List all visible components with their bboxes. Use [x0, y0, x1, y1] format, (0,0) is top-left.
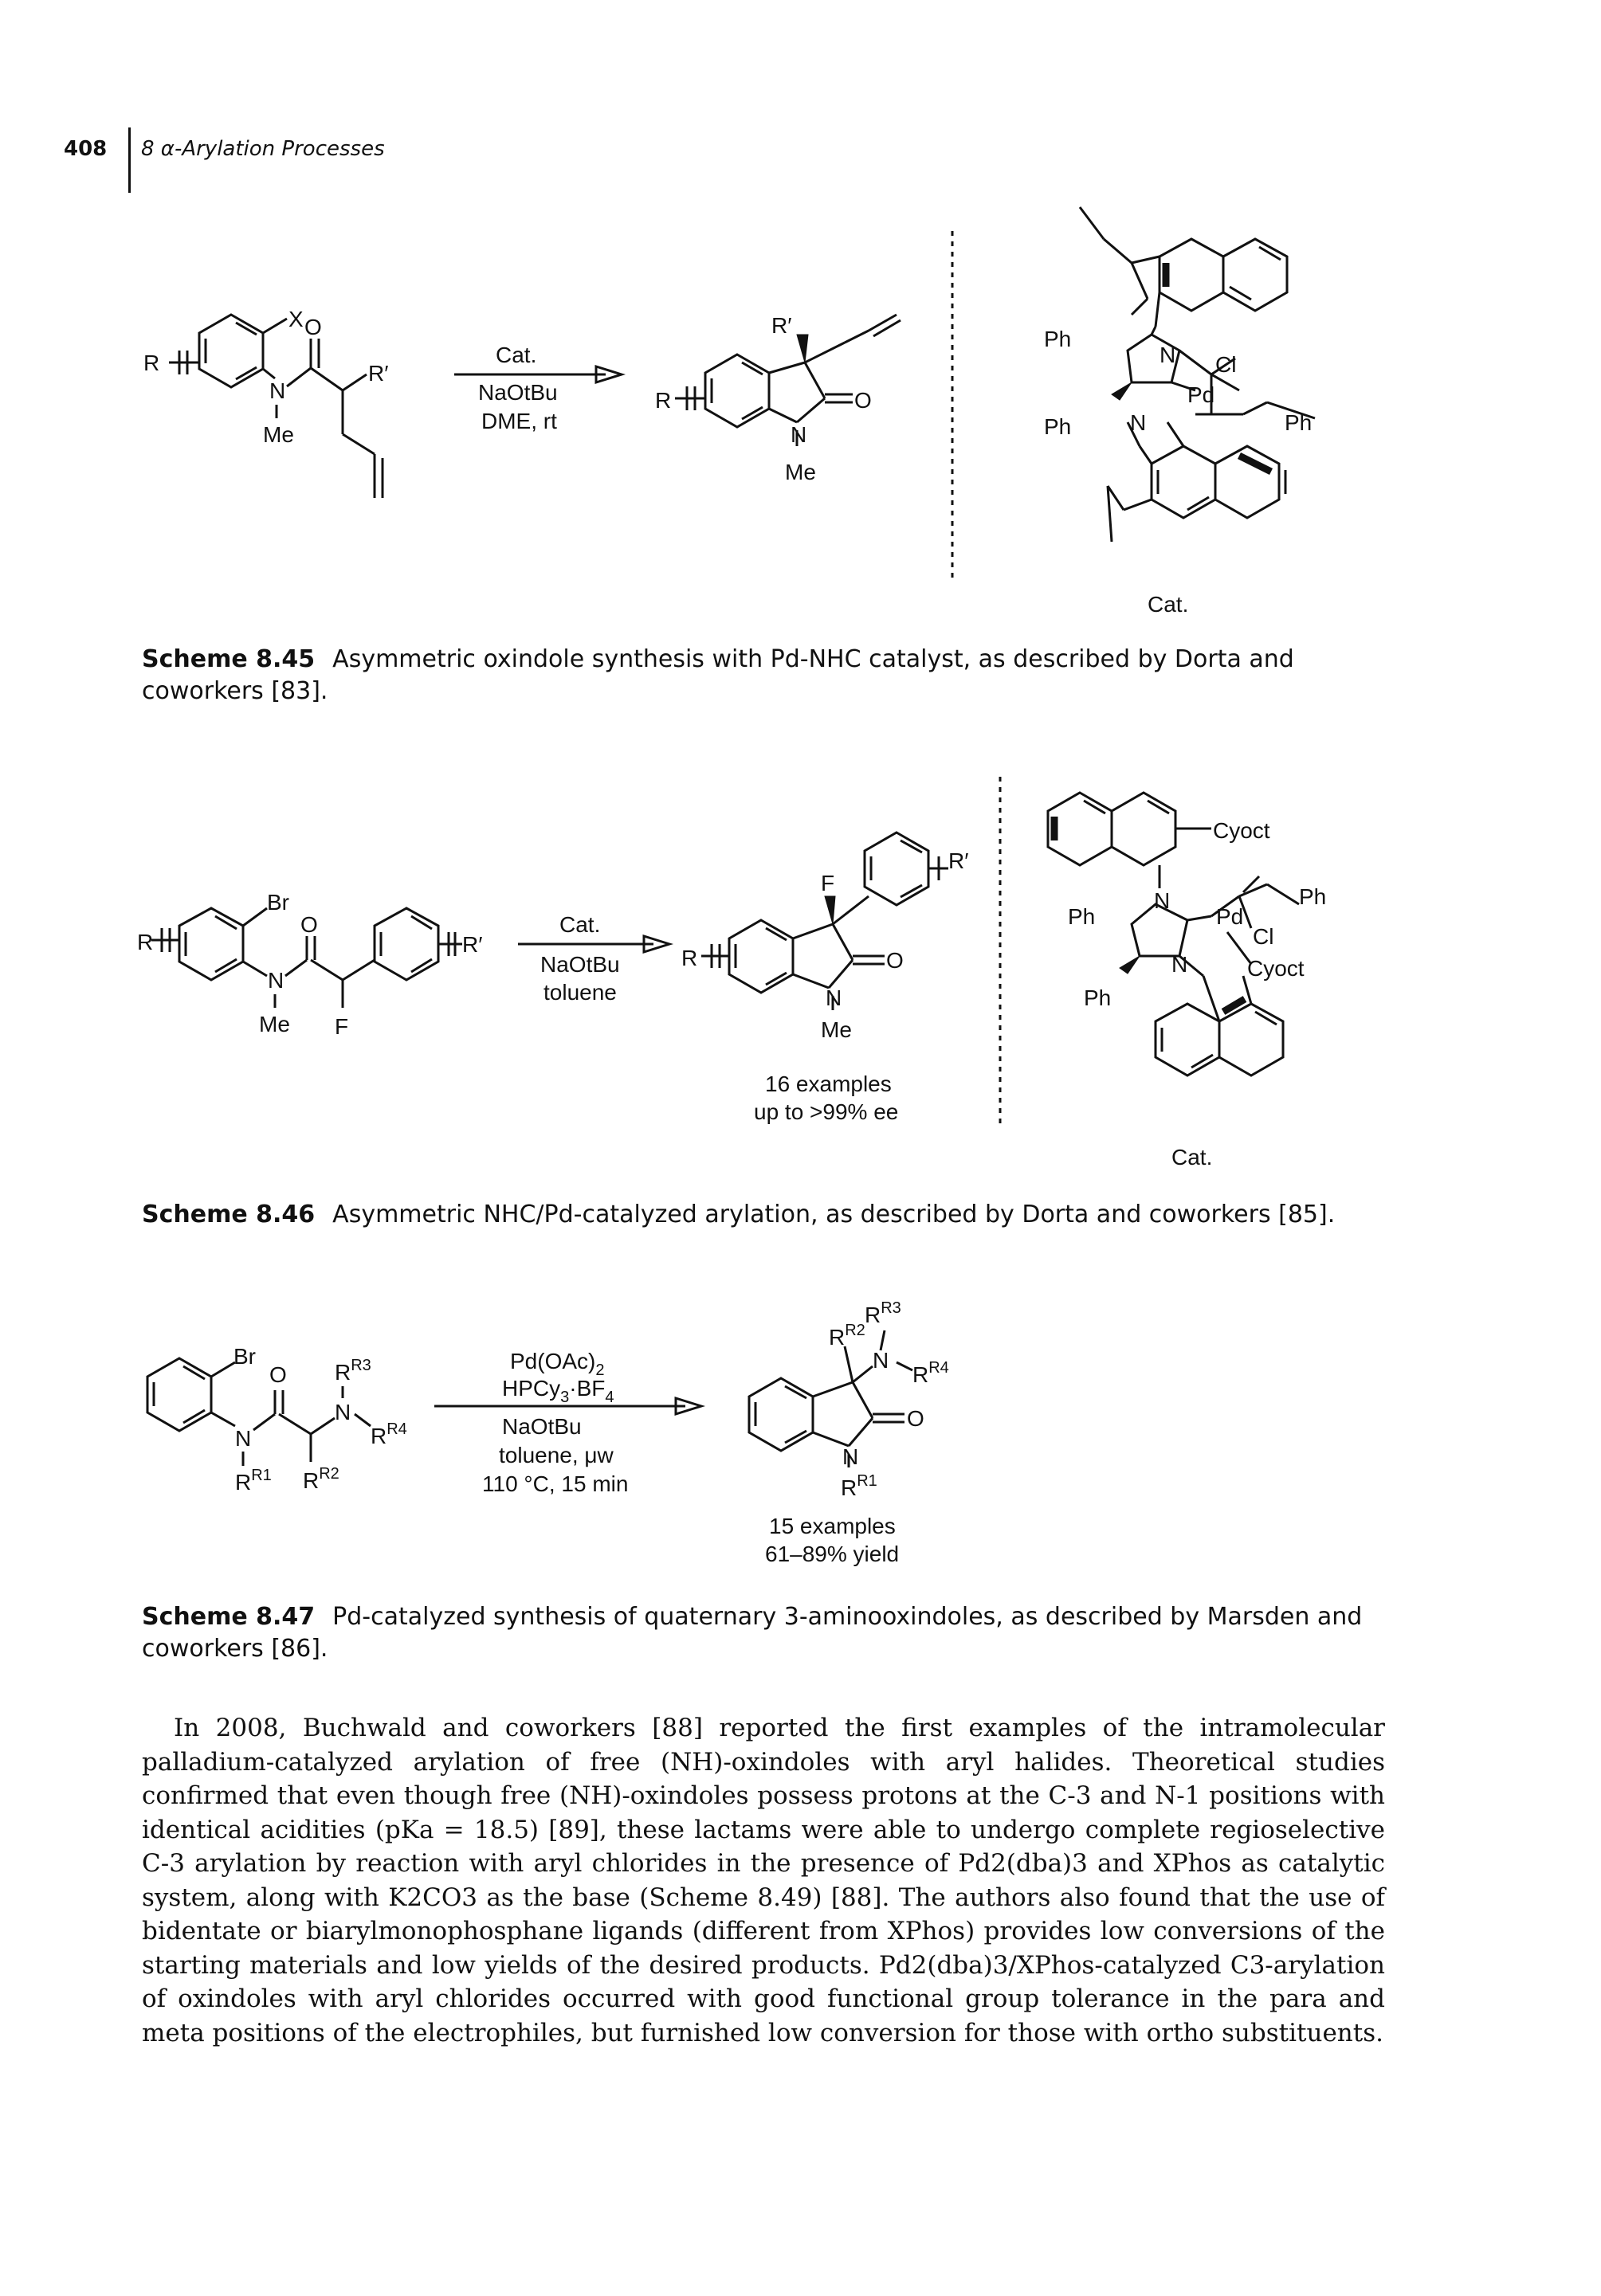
s46-prod-R-label: R — [681, 946, 697, 970]
s45-product — [704, 313, 901, 446]
s47-prod-R3-label: RR3 — [865, 1299, 901, 1327]
s46-prod-F-label: F — [821, 871, 834, 895]
s47-prod-R4-label: RR4 — [912, 1359, 949, 1387]
s46-catalyst-label: Cat. — [1171, 1145, 1212, 1170]
s47-reagent-ligand: HPCy3·BF4 — [502, 1376, 614, 1406]
s47-R1-label: RR1 — [235, 1467, 272, 1495]
s46-cat-Cyoct-bottom: Cyoct — [1247, 956, 1305, 981]
s47-aryl-ring — [146, 1357, 213, 1432]
s47-result-1: 15 examples — [769, 1514, 896, 1538]
s46-product — [728, 831, 948, 1010]
scheme-8-46-text: Asymmetric NHC/Pd-catalyzed arylation, a… — [332, 1201, 1336, 1228]
s45-Me-label: Me — [263, 422, 294, 447]
s46-R-label: R — [137, 930, 153, 954]
s45-reagent-3: DME, rt — [481, 409, 557, 433]
s45-cat-Ph-bottom: Ph — [1044, 414, 1071, 439]
s47-prod-R1-label: RR1 — [841, 1472, 877, 1500]
s47-prod-N-label: N — [842, 1444, 858, 1469]
s46-cat-Cl: Cl — [1253, 924, 1273, 949]
scheme-8-47-text: Pd-catalyzed synthesis of quaternary 3-a… — [142, 1603, 1363, 1663]
scheme-8-45-text: Asymmetric oxindole synthesis with Pd-NH… — [142, 645, 1294, 705]
s46-cat-Ph-bottom: Ph — [1084, 985, 1111, 1010]
s47-result-2: 61–89% yield — [765, 1542, 899, 1566]
s46-O-label: O — [300, 912, 318, 937]
s47-Br-label: Br — [233, 1344, 256, 1369]
s45-X-label: X — [288, 307, 304, 331]
s45-cat-Cl: Cl — [1215, 352, 1236, 377]
s47-R2-label: RR2 — [303, 1465, 339, 1493]
s45-prod-R-label: R — [655, 388, 671, 413]
scheme-8-46-graphic: R Br N Me O F R′ Cat. NaOtBu toluene — [137, 777, 1326, 1170]
scheme-8-46-label: Scheme 8.46 — [142, 1201, 316, 1228]
s45-O-label: O — [304, 315, 322, 339]
s47-prod-R2-label: RR2 — [829, 1322, 865, 1350]
s47-reagent-base: NaOtBu — [502, 1414, 582, 1439]
s46-result-2: up to >99% ee — [754, 1099, 898, 1124]
s47-O-label: O — [269, 1362, 287, 1387]
s45-cat-N-top: N — [1160, 343, 1175, 367]
s46-cat-Ph-allyl: Ph — [1299, 884, 1326, 909]
s46-cat-N-bottom: N — [1171, 952, 1187, 977]
s46-Me-label: Me — [259, 1012, 290, 1036]
s46-cat-Ph-left: Ph — [1068, 904, 1095, 929]
s46-Rprime-label: R′ — [462, 932, 482, 957]
s47-N-label: N — [235, 1426, 251, 1451]
s45-catalyst-label: Cat. — [1148, 592, 1188, 617]
scheme-8-46-caption: Scheme 8.46 Asymmetric NHC/Pd-catalyzed a… — [142, 1199, 1385, 1231]
s46-reagent-1: Cat. — [559, 912, 600, 937]
s47-N2-label: N — [335, 1400, 351, 1424]
s46-aryl-ring — [178, 907, 245, 981]
s46-prod-N-label: N — [826, 985, 842, 1010]
s46-reagent-2: NaOtBu — [540, 952, 620, 977]
s46-Br-label: Br — [267, 890, 289, 915]
s47-R4-label: RR4 — [371, 1420, 407, 1448]
header-divider — [128, 127, 131, 193]
s45-R-label: R — [143, 351, 159, 375]
scheme-8-45-label: Scheme 8.45 — [142, 645, 316, 673]
body-paragraph: In 2008, Buchwald and coworkers [88] rep… — [142, 1714, 1385, 2047]
s45-prod-Me-label: Me — [785, 460, 816, 484]
s45-prod-N-label: N — [791, 422, 806, 447]
s45-reagent-1: Cat. — [496, 343, 536, 367]
page-number: 408 — [64, 137, 108, 161]
s46-prod-Me-label: Me — [821, 1017, 852, 1042]
s46-prod-O-label: O — [886, 948, 904, 973]
s45-cat-Ph-top: Ph — [1044, 327, 1071, 351]
s45-N-label: N — [269, 378, 285, 403]
s46-prod-Rprime-label: R′ — [948, 848, 968, 873]
s47-reagent-solvent: toluene, μw — [499, 1443, 614, 1467]
s45-aryl-ring — [198, 313, 265, 389]
scheme-8-47-graphic: Br N RR1 O RR2 N RR3 RR4 Pd(OAc)2 HPCy3·… — [146, 1299, 949, 1566]
s46-aryl-ring-2 — [373, 907, 440, 981]
s45-prod-Rprime-label: R′ — [771, 313, 791, 338]
s45-Rprime-label: R′ — [368, 361, 388, 386]
s46-cat-Pd: Pd — [1216, 904, 1243, 929]
s45-catalyst-structure — [1078, 206, 1316, 543]
s45-cat-Ph-allyl: Ph — [1285, 410, 1312, 435]
s47-reagent-pd: Pd(OAc)2 — [510, 1349, 604, 1379]
s46-reagent-3: toluene — [543, 980, 617, 1005]
s46-N-label: N — [268, 968, 284, 993]
scheme-8-45-graphic: R X N Me O R′ Cat. NaOtBu DME, rt R — [143, 206, 1316, 617]
scheme-8-47-label: Scheme 8.47 — [142, 1603, 316, 1631]
s47-product — [748, 1330, 913, 1467]
s47-R3-label: RR3 — [335, 1357, 371, 1385]
s45-reagent-2: NaOtBu — [478, 380, 558, 405]
s46-F-label: F — [335, 1014, 348, 1039]
body-text: In 2008, Buchwald and coworkers [88] rep… — [142, 1711, 1385, 2050]
s46-catalyst-structure — [1046, 791, 1300, 1077]
s47-prod-N-amine: N — [873, 1348, 889, 1373]
s47-prod-O-label: O — [907, 1406, 924, 1431]
s46-cat-Cyoct-top: Cyoct — [1213, 818, 1270, 843]
running-head: 8 α-Arylation Processes — [141, 137, 385, 161]
s45-cat-N-bottom: N — [1130, 410, 1146, 435]
s46-cat-N-top: N — [1154, 888, 1170, 913]
s47-reagent-conditions: 110 °C, 15 min — [482, 1471, 628, 1496]
s45-prod-O-label: O — [854, 388, 872, 413]
s45-cat-Pd: Pd — [1187, 382, 1214, 407]
s46-result-1: 16 examples — [765, 1072, 892, 1096]
